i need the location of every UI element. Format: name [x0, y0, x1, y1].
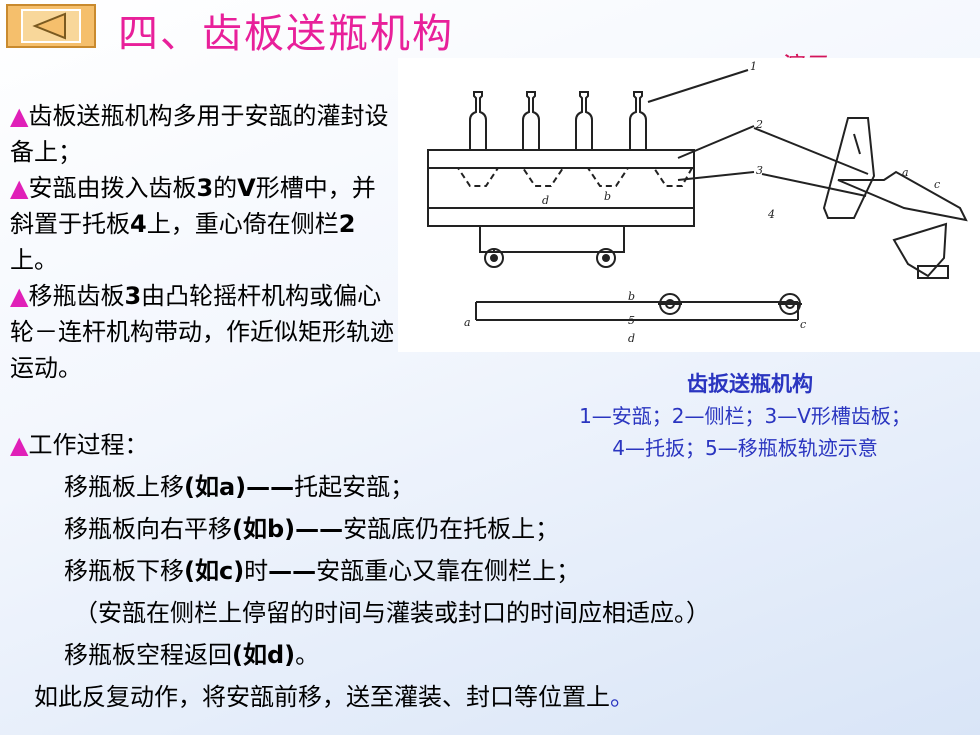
label-4: 4 [767, 208, 775, 221]
mechanism-diagram: 1 2 3 4 5 a b c d d b a c [398, 58, 980, 352]
label-b: b [628, 290, 635, 303]
label-d: d [628, 332, 635, 345]
process-summary: 如此反复动作，将安瓿前移，送至灌装、封口等位置上。 [34, 683, 634, 711]
figure-caption-line-1: 1—安瓿；2—侧栏；3—V形槽齿板； [579, 404, 911, 428]
work-process: ▲工作过程： 移瓶板上移(如a)——托起安瓿； 移瓶板向右平移(如b)——安瓿底… [10, 424, 980, 718]
process-step-d: 移瓶板空程返回(如d)。 [64, 641, 320, 669]
triangle-left-icon [21, 9, 81, 43]
label-2: 2 [755, 118, 763, 131]
label-a: a [464, 316, 471, 329]
bullet-3: ▲移瓶齿板3由凸轮摇杆机构或偏心轮－连杆机构带动，作近似矩形轨迹运动。 [10, 282, 394, 382]
process-step-c: 移瓶板下移(如c)时——安瓿重心又靠在侧栏上； [64, 557, 581, 585]
label-5: 5 [628, 314, 635, 327]
label-a-side: a [902, 166, 909, 179]
label-3: 3 [756, 164, 763, 177]
process-note: （安瓿在侧栏上停留的时间与灌装或封口的时间应相适应。） [74, 599, 710, 627]
back-button[interactable] [6, 4, 96, 48]
label-b-frame: b [604, 190, 611, 203]
figure-caption-line-2: 4—托扳；5—移瓶板轨迹示意 [612, 436, 878, 460]
process-step-b: 移瓶板向右平移(如b)——安瓿底仍在托板上； [64, 515, 560, 543]
label-d-frame: d [542, 194, 549, 207]
process-heading: ▲工作过程： [10, 431, 149, 459]
process-step-a: 移瓶板上移(如a)——托起安瓿； [64, 473, 415, 501]
page-title: 四、齿板送瓶机构 [118, 11, 454, 57]
label-c: c [800, 318, 806, 331]
intro-text: ▲齿板送瓶机构多用于安瓿的灌封设备上； ▲安瓿由拨入齿板3的V形槽中，并斜置于托… [10, 98, 395, 386]
bullet-1: ▲齿板送瓶机构多用于安瓿的灌封设备上； [10, 102, 389, 166]
label-c-side: c [934, 178, 940, 191]
label-1: 1 [750, 60, 757, 73]
bullet-2: ▲安瓿由拨入齿板3的V形槽中，并斜置于托板4上，重心倚在侧栏2上。 [10, 174, 376, 274]
figure-caption-title: 齿扳送瓶机构 [687, 371, 813, 396]
